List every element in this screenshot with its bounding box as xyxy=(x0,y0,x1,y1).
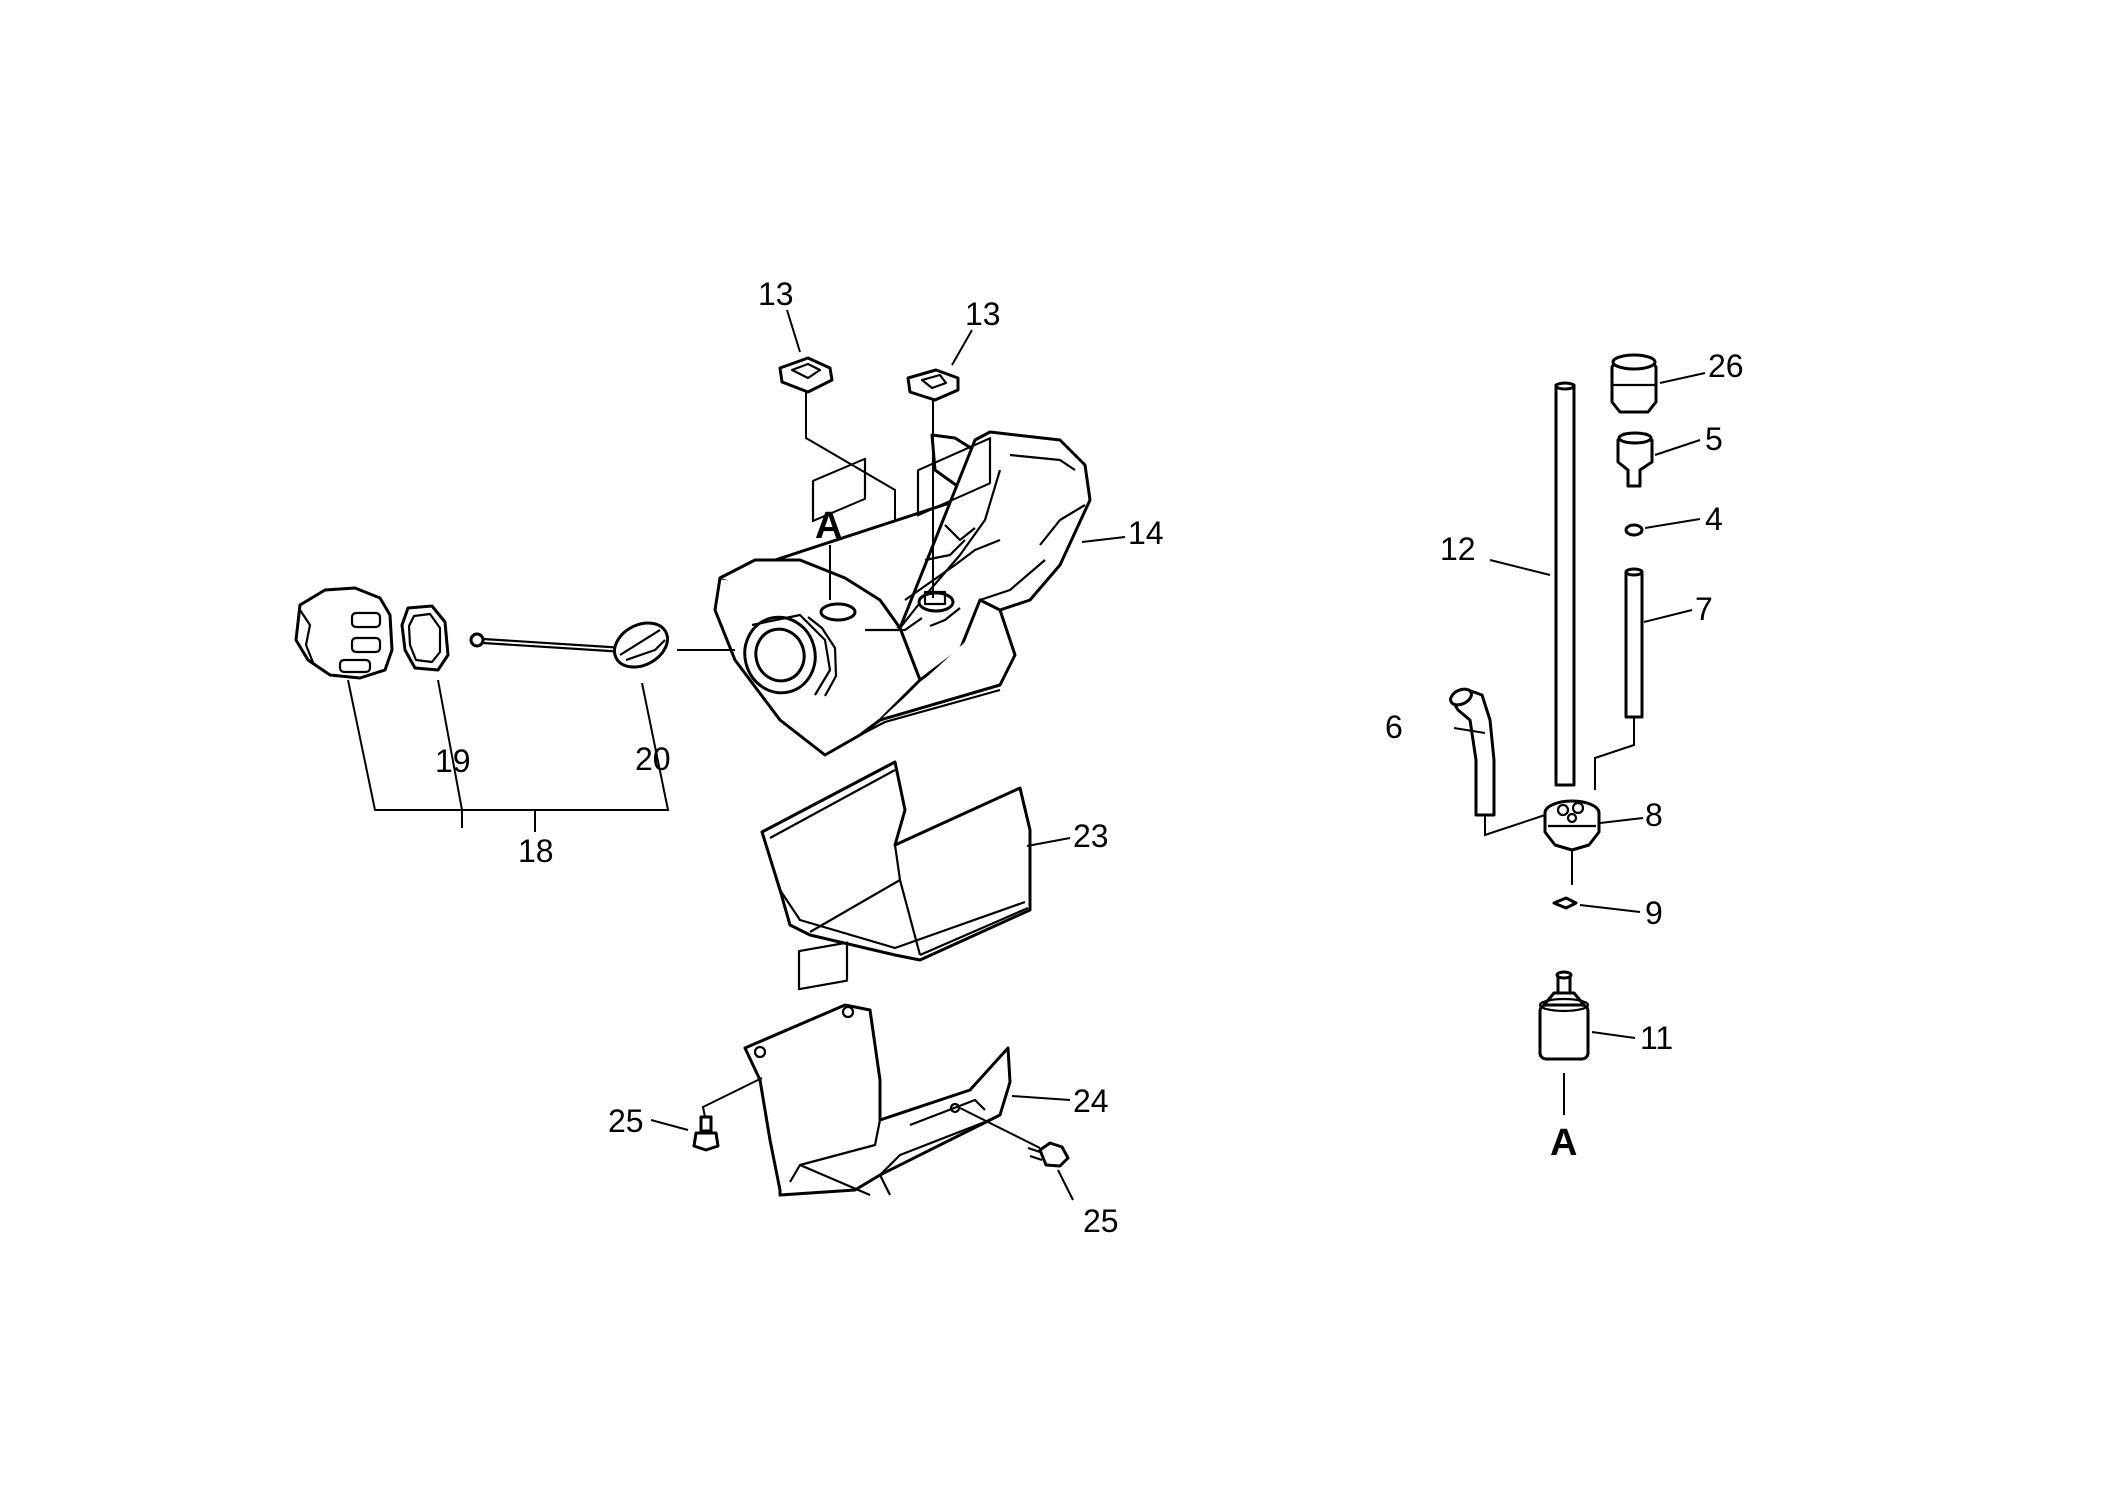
mount-bracket-part xyxy=(743,941,1012,1197)
label-25a: 25 xyxy=(608,1103,644,1139)
grommet-part-8 xyxy=(1543,799,1601,852)
label-20: 20 xyxy=(635,741,671,777)
fuel-filter-part xyxy=(1538,970,1590,1061)
cap-part-26 xyxy=(1610,353,1658,414)
label-24: 24 xyxy=(1073,1083,1109,1119)
leader-lines-left xyxy=(347,309,1126,1201)
fuel-cap-part xyxy=(294,586,394,680)
label-13b: 13 xyxy=(965,296,1001,332)
label-7: 7 xyxy=(1695,591,1713,627)
label-13a: 13 xyxy=(758,276,794,312)
short-tube-part xyxy=(1624,567,1644,719)
label-26: 26 xyxy=(1708,348,1744,384)
filter-part-5 xyxy=(1616,431,1654,488)
part-labels: 13 13 A 14 19 20 18 23 24 25 25 26 5 4 1… xyxy=(435,276,1744,1239)
label-12: 12 xyxy=(1440,531,1476,567)
label-23: 23 xyxy=(1073,818,1109,854)
grommet-part-13a xyxy=(778,356,834,394)
screw-part-25b xyxy=(1027,1141,1070,1168)
label-9: 9 xyxy=(1645,895,1663,931)
pickup-tube-part xyxy=(1554,381,1576,787)
label-a-top: A xyxy=(815,505,842,547)
label-5: 5 xyxy=(1705,421,1723,457)
o-ring-part-4 xyxy=(1624,523,1644,537)
label-25b: 25 xyxy=(1083,1203,1119,1239)
retainer-strap-part xyxy=(469,621,669,669)
leader-lines-right xyxy=(1453,372,1706,1115)
screw-part-25a xyxy=(692,1115,720,1152)
label-6: 6 xyxy=(1385,709,1403,745)
label-a-bottom: A xyxy=(1550,1122,1577,1164)
gasket-part xyxy=(400,604,450,672)
label-11: 11 xyxy=(1640,1020,1673,1056)
tank-guard-part xyxy=(760,437,1032,962)
label-4: 4 xyxy=(1705,501,1723,537)
grommet-part-13b xyxy=(906,368,960,402)
label-14: 14 xyxy=(1128,515,1164,551)
fuel-tank-part xyxy=(713,430,1092,757)
label-18: 18 xyxy=(518,833,554,869)
label-8: 8 xyxy=(1645,797,1663,833)
hose-part xyxy=(1449,687,1496,817)
clip-part-9 xyxy=(1552,896,1578,910)
label-19: 19 xyxy=(435,743,471,779)
